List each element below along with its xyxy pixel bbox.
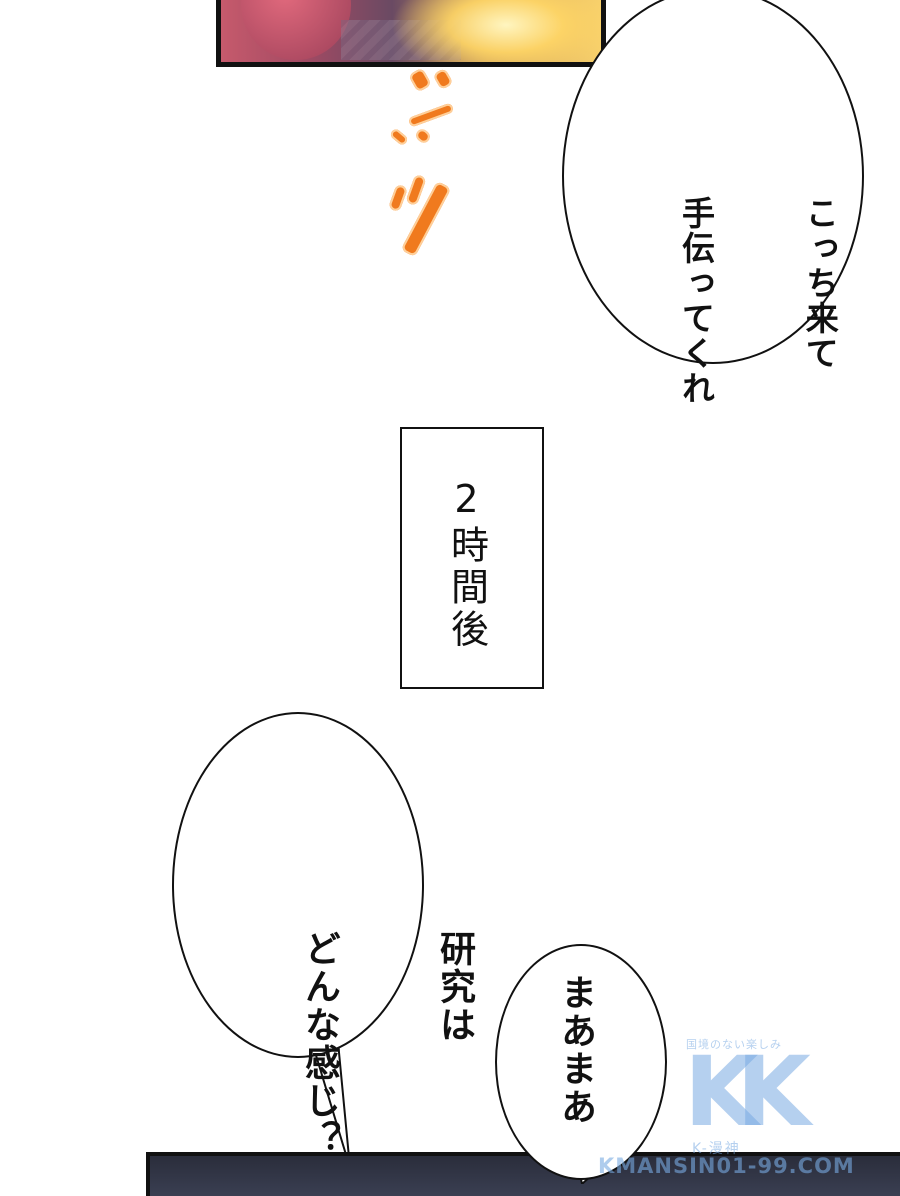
top-art-panel: [216, 0, 606, 67]
sfx-stroke: [405, 173, 427, 207]
sfx-stroke: [388, 127, 410, 147]
sfx-stroke: [407, 102, 455, 128]
character-figure-art: [241, 0, 351, 60]
watermark-logo: KK: [684, 1036, 811, 1148]
speech-line: どんな感じ？: [299, 930, 340, 1158]
speech-text-bottom-right: まあまあ: [555, 974, 596, 1126]
time-caption-box: 2時間後: [400, 427, 544, 689]
speech-text-top-right: ああ こっち来て 手伝ってくれ: [634, 32, 900, 406]
speech-bubble-tail-middle: [311, 1040, 351, 1169]
sfx-stroke: [387, 183, 409, 213]
time-caption-text: 2時間後: [444, 477, 489, 651]
glow-effect-art: [391, 0, 601, 62]
sfx-stroke: [413, 126, 433, 146]
watermark: 国境のない楽しみ KK K-漫神 KMANSIN01-99.COM: [598, 1036, 900, 1184]
sound-effect-strokes: [387, 67, 478, 260]
watermark-url: KMANSIN01-99.COM: [598, 1154, 855, 1178]
speech-bubble-middle-left: 研究は どんな感じ？: [172, 712, 475, 1158]
watermark-tagline: 国境のない楽しみ: [686, 1038, 782, 1051]
speech-bubble-top-right: ああ こっち来て 手伝ってくれ: [562, 0, 864, 406]
speech-text-middle-left: 研究は どんな感じ？: [252, 758, 522, 1158]
speech-bubble-bottom-right: まあまあ: [495, 944, 667, 1180]
sfx-stroke: [408, 67, 432, 93]
speech-line: こっち来て: [800, 196, 840, 371]
speech-line: 研究は: [434, 930, 475, 1044]
watermark-brand: K-漫神: [692, 1141, 741, 1157]
sfx-stroke: [432, 67, 454, 91]
speech-line: 手伝ってくれ: [676, 196, 716, 406]
